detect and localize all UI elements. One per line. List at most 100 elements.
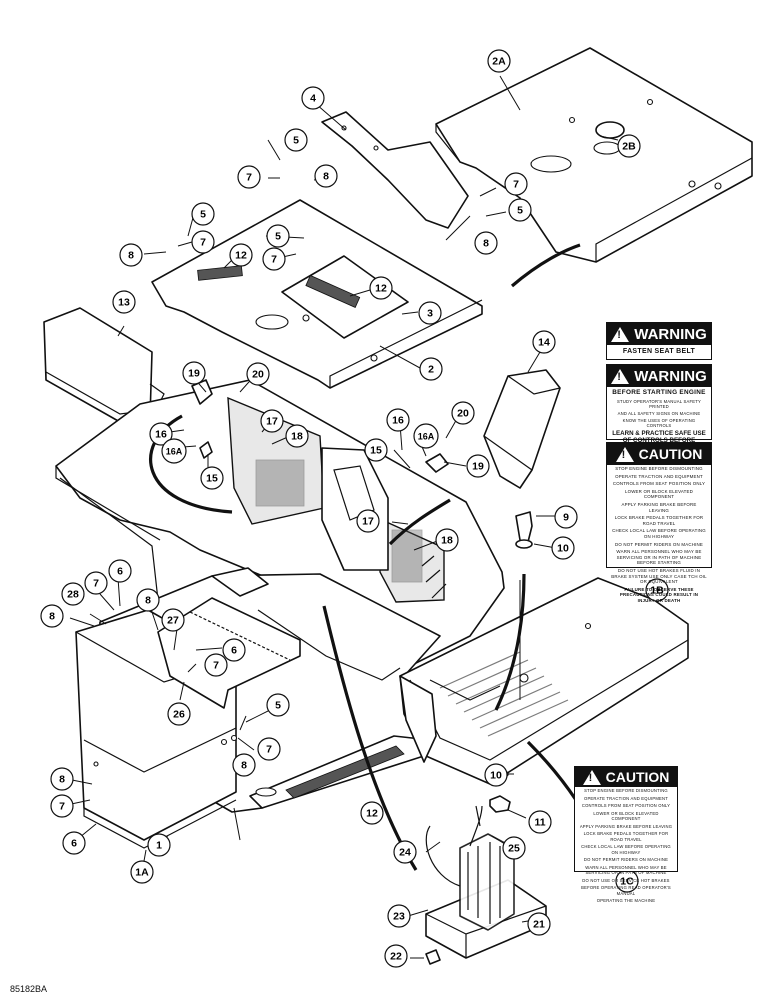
callout-10: 10 <box>484 763 508 787</box>
callout-circle <box>386 408 410 432</box>
callout-1a: 1A <box>130 860 154 884</box>
callout-19: 19 <box>182 361 206 385</box>
callout-circle <box>645 578 669 602</box>
drawing-number: 85182BA <box>10 984 48 994</box>
decal-line: CONTROLS FROM SEAT POSITION ONLY <box>581 803 671 808</box>
callout-circle <box>266 693 290 717</box>
callout-circle <box>384 944 408 968</box>
callout-circle <box>200 466 224 490</box>
assembly-arrow-decal-2 <box>526 740 578 801</box>
callout-label: 5 <box>275 700 281 712</box>
decal-line: WARN ALL PERSONNEL WHO MAY BE SERVICING … <box>616 549 702 566</box>
callout-label: 27 <box>167 615 179 627</box>
callout-7: 7 <box>262 247 286 271</box>
callout-8: 8 <box>40 604 64 628</box>
callout-label: 19 <box>472 461 484 473</box>
shift-cover-4 <box>321 111 469 229</box>
callout-circle <box>204 653 228 677</box>
callout-circle <box>161 438 187 464</box>
callout-circle <box>229 243 253 267</box>
callout-circle <box>182 361 206 385</box>
decal-line: DO NOT PERMIT RIDERS ON MACHINE <box>583 857 669 862</box>
callout-5: 5 <box>284 128 308 152</box>
callout-16a: 16A <box>161 438 187 464</box>
callout-7: 7 <box>50 794 74 818</box>
callout-circle <box>147 833 171 857</box>
decal-line: STUDY OPERATOR'S MANUAL SAFETY PRINTED <box>617 399 701 409</box>
callout-label: 18 <box>441 535 453 547</box>
callout-label: 15 <box>206 473 218 485</box>
callout-circle <box>387 904 411 928</box>
callout-1: 1 <box>147 833 171 857</box>
callout-circle <box>551 536 575 560</box>
decal-line: KNOW THE USES OF OPERATING CONTROLS <box>622 418 696 428</box>
callout-10: 10 <box>551 536 575 560</box>
callout-label: 4 <box>310 93 316 105</box>
callout-24: 24 <box>393 840 417 864</box>
callout-label: 8 <box>145 595 151 607</box>
callout-22: 22 <box>384 944 408 968</box>
callout-8: 8 <box>50 767 74 791</box>
callout-9: 9 <box>554 505 578 529</box>
callout-5: 5 <box>266 224 290 248</box>
decal-line: CHECK LOCAL LAW BEFORE OPERATING ON HIGH… <box>612 528 706 539</box>
callout-2b: 2B <box>617 134 641 158</box>
callout-20: 20 <box>451 401 475 425</box>
callout-7: 7 <box>257 737 281 761</box>
callout-label: 5 <box>275 231 281 243</box>
callout-8: 8 <box>119 243 143 267</box>
callout-label: 8 <box>49 611 55 623</box>
callout-circle <box>50 794 74 818</box>
assembly-arrow-decal <box>494 573 526 711</box>
decal-line: BEFORE OPERATING READ OPERATOR'S MANUAL <box>581 885 671 896</box>
callout-circle <box>237 165 261 189</box>
callout-label: 2B <box>622 141 636 153</box>
decal-line: LOWER OR BLOCK ELEVATED COMPONENT <box>624 488 694 500</box>
callout-label: 6 <box>231 645 237 657</box>
callout-circle <box>257 737 281 761</box>
callout-label: 11 <box>534 817 545 829</box>
callout-label: 6 <box>71 838 77 850</box>
callout-circle <box>554 505 578 529</box>
callout-circle <box>502 836 526 860</box>
callout-circle <box>191 230 215 254</box>
decal-line: OPERATING THE MACHINE <box>596 898 656 903</box>
callout-16: 16 <box>149 422 173 446</box>
battery-hold-down <box>425 805 547 965</box>
callout-label: 17 <box>266 416 278 428</box>
callout-label: 7 <box>271 254 277 266</box>
callout-15: 15 <box>364 438 388 462</box>
decal-line: STOP ENGINE BEFORE DISMOUNTING <box>584 788 668 793</box>
callout-5: 5 <box>191 202 215 226</box>
callout-label: 24 <box>399 847 411 859</box>
callout-label: 7 <box>513 179 519 191</box>
warning-triangle-icon <box>615 446 634 462</box>
callout-circle <box>527 912 551 936</box>
callout-label: 5 <box>200 209 206 221</box>
callout-label: 3 <box>427 308 433 320</box>
assembly-arrow-battery <box>322 605 418 871</box>
callout-7: 7 <box>191 230 215 254</box>
callout-circle <box>119 243 143 267</box>
non-slip-pad-12a <box>197 265 243 281</box>
callout-27: 27 <box>161 608 185 632</box>
callout-label: 9 <box>563 512 569 524</box>
callout-circle <box>364 438 388 462</box>
callout-label: 1 <box>156 840 162 852</box>
warning-triangle-icon <box>611 326 630 342</box>
decal-warning-seat-belt: WARNING FASTEN SEAT BELT <box>606 322 712 360</box>
callout-label: 5 <box>293 135 299 147</box>
decal-line: LOWER OR BLOCK ELEVATED COMPONENT <box>593 810 659 822</box>
decal-line: LOCK BRAKE PEDALS TOGETHER FOR ROAD TRAV… <box>614 515 704 526</box>
callout-16: 16 <box>386 408 410 432</box>
callout-label: 15 <box>370 445 382 457</box>
callout-label: 10 <box>557 543 569 555</box>
callout-circle <box>285 424 309 448</box>
callout-18: 18 <box>285 424 309 448</box>
callout-circle <box>246 362 270 386</box>
callout-label: 8 <box>323 171 329 183</box>
callout-circle <box>284 128 308 152</box>
callout-label: 12 <box>366 808 378 820</box>
callout-17: 17 <box>260 409 284 433</box>
